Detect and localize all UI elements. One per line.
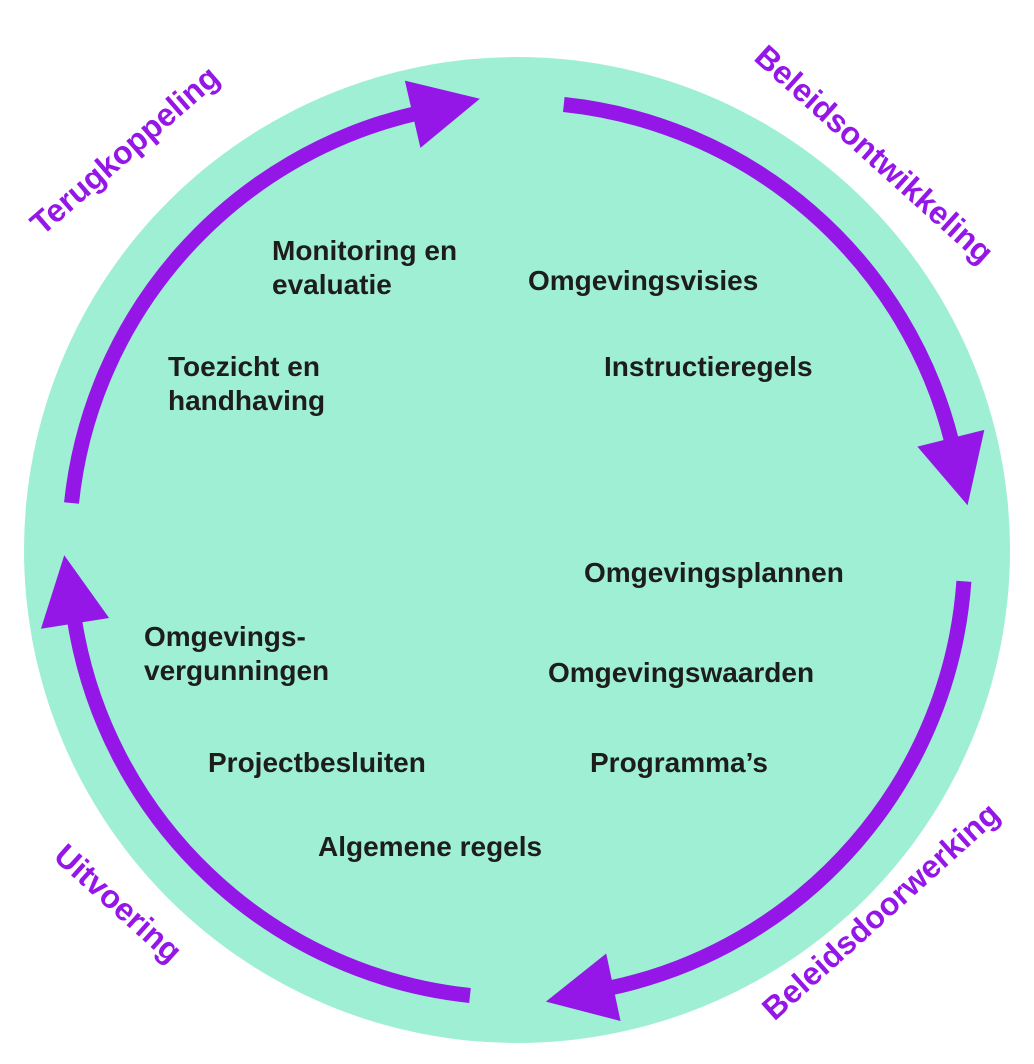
- cycle-arc-uitvoering: [40, 555, 471, 1003]
- label-line: handhaving: [168, 385, 326, 417]
- label-line: Omgevingsplannen: [584, 557, 844, 588]
- label-line: Algemene regels: [318, 831, 543, 862]
- label-line: Instructieregels: [604, 351, 813, 382]
- label-instructieregels: Instructieregels: [604, 350, 813, 384]
- label-omgevingsplannen: Omgevingsplannen: [584, 556, 844, 590]
- cycle-arc-beleidsontwikkeling: [563, 97, 985, 506]
- cycle-arc-terugkoppeling: [64, 80, 480, 504]
- label-line: vergunningen: [144, 655, 330, 687]
- label-line: Omgevings-: [144, 621, 306, 652]
- cycle-background-circle: [24, 57, 1010, 1043]
- label-omgevingsvergunningen: Omgevings- vergunningen: [144, 620, 329, 688]
- label-algemene-regels: Algemene regels: [318, 830, 542, 864]
- label-line: Omgevingsvisies: [528, 265, 759, 296]
- label-line: Monitoring en: [272, 235, 458, 266]
- label-omgevingsvisies: Omgevingsvisies: [528, 264, 758, 298]
- label-line: Projectbesluiten: [208, 747, 426, 778]
- label-monitoring-en-evaluatie: Monitoring en evaluatie: [272, 234, 457, 302]
- label-line: evaluatie: [272, 269, 392, 301]
- label-toezicht-en-handhaving: Toezicht en handhaving: [168, 350, 325, 418]
- label-line: Omgevingswaarden: [548, 657, 815, 688]
- label-omgevingswaarden: Omgevingswaarden: [548, 656, 814, 690]
- label-programmas: Programma’s: [590, 746, 768, 780]
- cycle-arc-beleidsdoorwerking: [545, 580, 972, 1022]
- label-line: Programma’s: [590, 747, 768, 778]
- label-line: Toezicht en: [168, 351, 320, 382]
- label-projectbesluiten: Projectbesluiten: [208, 746, 426, 780]
